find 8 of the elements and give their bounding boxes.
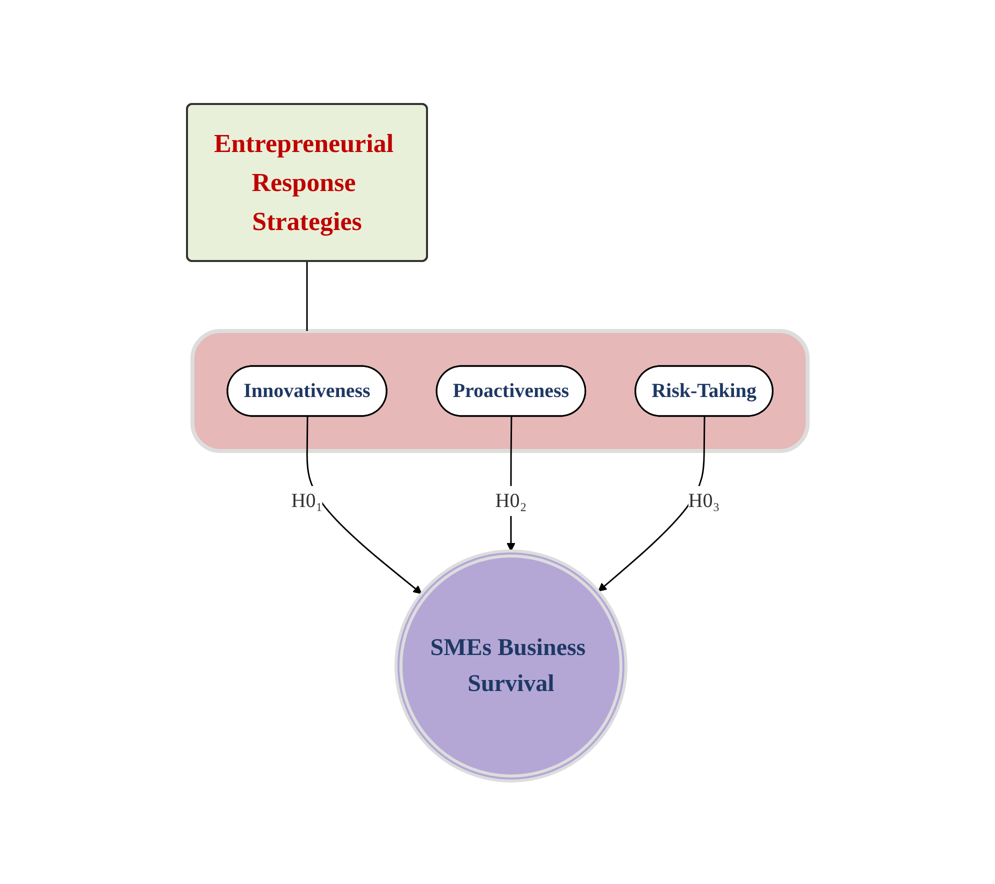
edge-label: H0₂ (495, 489, 527, 512)
edge-label: H0₃ (688, 489, 720, 512)
cluster (190, 328, 810, 452)
connector (306, 260, 308, 330)
arrow (598, 416, 706, 592)
edge-label: H0₁ (291, 489, 323, 512)
node-circle: SMEs Business Survival (394, 549, 628, 782)
arrow (306, 416, 422, 594)
